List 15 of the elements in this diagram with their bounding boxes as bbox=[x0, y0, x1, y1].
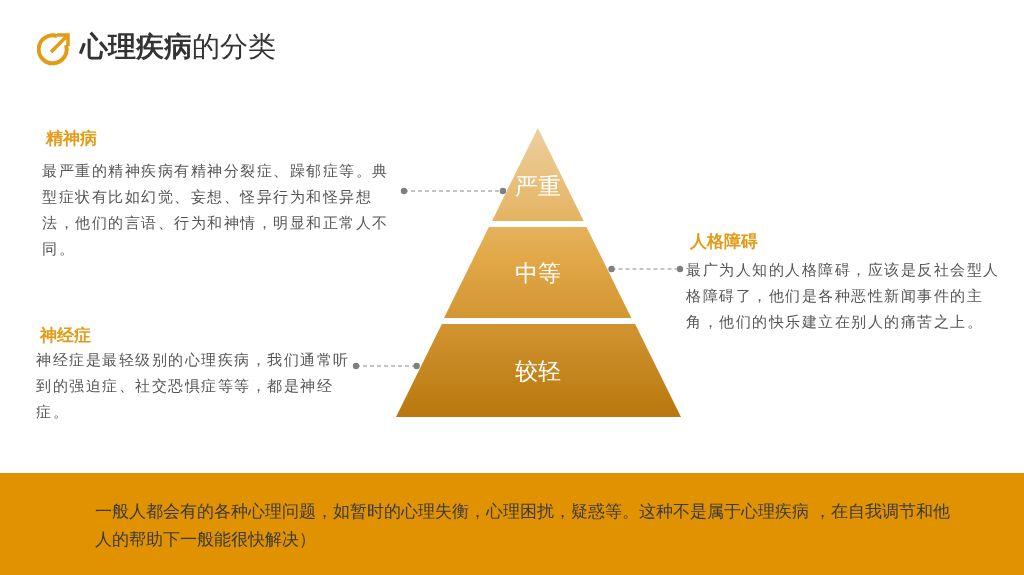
tier-label: 中等 bbox=[514, 258, 562, 288]
category-heading: 人格障碍 bbox=[690, 230, 759, 253]
note-text: 一般人都会有的各种心理问题，如暂时的心理失衡，心理困扰，疑惑等。这种不是属于心理疾病 ，在自我调节和他人的帮助下一般能很快解决） bbox=[95, 500, 952, 551]
description-text: 最严重的精神疾病有精神分裂症、躁郁症等。典型症状有比如幻觉、妄想、怪异行为和怪异想法，他们的言语、行为和神情，明显和正常人不同。 bbox=[42, 161, 390, 260]
dotted-connector bbox=[352, 362, 420, 370]
description-text: 最广为人知的人格障碍，应该是反社会型人格障碍了，他们是各种恶性新闻事件的主角，他们的快乐建立在别人的痛苦之上。 bbox=[686, 260, 1000, 333]
description-text: 神经症是最轻级别的心理疾病，我们通常听到的强迫症、社交恐惧症等等，都是神经症。 bbox=[36, 350, 351, 423]
tier-label: 严重 bbox=[514, 171, 562, 201]
category-heading: 神经症 bbox=[40, 324, 92, 347]
dotted-connector bbox=[608, 265, 684, 273]
title: 心理疾病的分类 bbox=[80, 29, 276, 65]
tier-label: 较轻 bbox=[514, 356, 562, 386]
note-band bbox=[0, 473, 1024, 575]
dotted-connector bbox=[400, 187, 507, 195]
category-heading: 精神病 bbox=[46, 127, 98, 150]
